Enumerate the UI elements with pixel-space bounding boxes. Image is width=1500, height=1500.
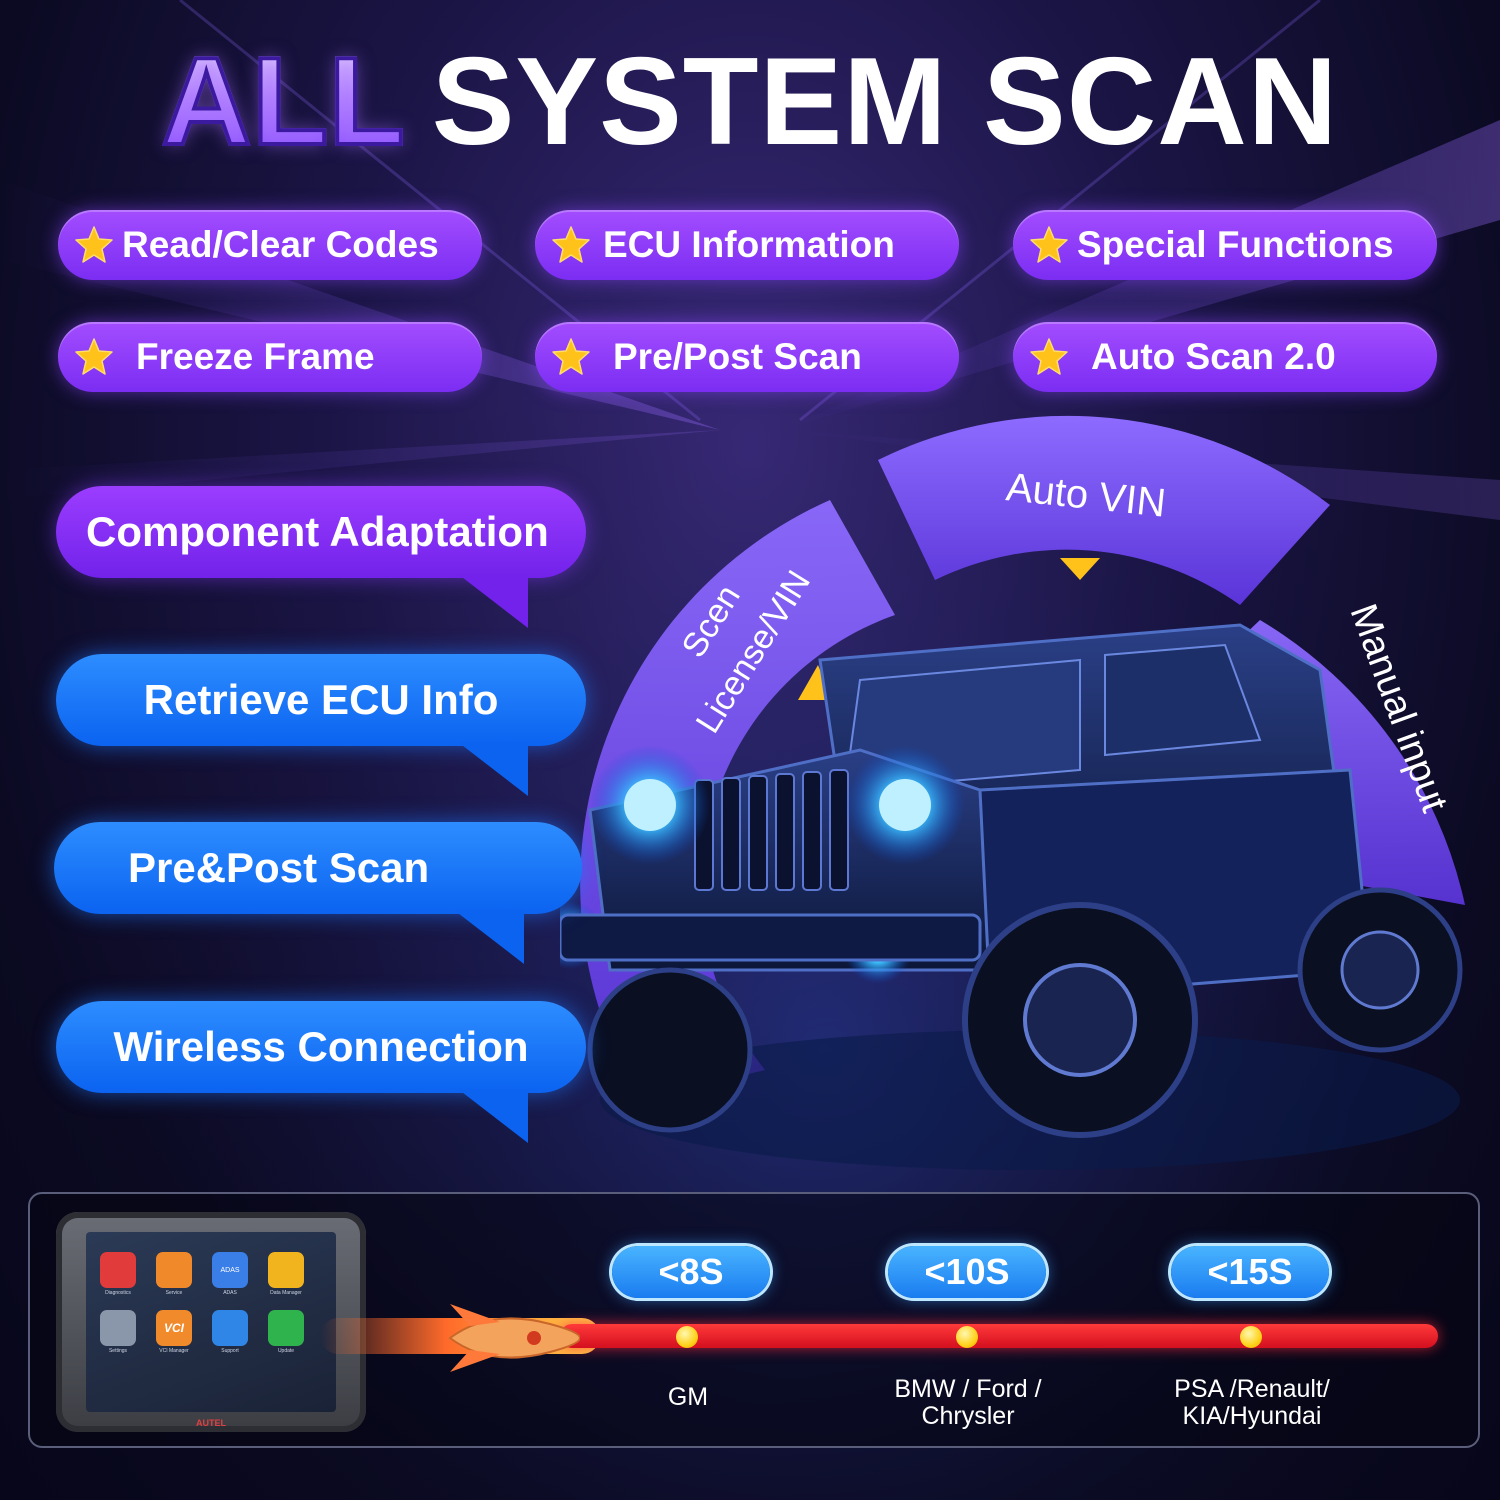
star-icon: [551, 225, 591, 265]
vci-icon: VCI: [156, 1310, 192, 1346]
app-label: Diagnostics: [105, 1290, 131, 1296]
bubble-pre-post-scan: Pre&Post Scan: [54, 822, 582, 964]
app-label: Update: [277, 1348, 295, 1354]
scan-time-badge-psa: <15S: [1171, 1246, 1329, 1298]
brand-group-bmw-ford-chrysler: BMW / Ford / Chrysler: [838, 1376, 1098, 1430]
star-icon: [551, 337, 591, 377]
diagnostic-tablet-image: Diagnostics Service ADAS ADAS Data Manag…: [56, 1212, 366, 1432]
feature-pill-read-clear-codes: Read/Clear Codes: [58, 210, 482, 280]
bubble-tail: [458, 742, 528, 796]
timeline-dot-psa: [1240, 1326, 1262, 1348]
bubble-label: Pre&Post Scan: [128, 844, 430, 891]
feature-pill-auto-scan: Auto Scan 2.0: [1013, 322, 1437, 392]
timeline-dot-bmw: [956, 1326, 978, 1348]
bubble-wireless-connection: Wireless Connection: [56, 1001, 586, 1143]
feature-label: Auto Scan 2.0: [1091, 336, 1336, 377]
brand-group-gm: GM: [558, 1384, 818, 1411]
adas-icon: ADAS: [212, 1252, 248, 1288]
brand-line: Chrysler: [921, 1402, 1015, 1430]
scan-time-badge-bmw: <10S: [888, 1246, 1046, 1298]
feature-label: Special Functions: [1077, 224, 1394, 265]
tablet-screen: Diagnostics Service ADAS ADAS Data Manag…: [86, 1232, 336, 1412]
feature-label: Pre/Post Scan: [613, 336, 862, 377]
app-label: Support: [221, 1348, 239, 1354]
vehicle-illustration: [560, 623, 1463, 1170]
app-label: ADAS: [223, 1290, 237, 1296]
brand-line: GM: [667, 1383, 709, 1411]
bubble-label: Retrieve ECU Info: [143, 676, 499, 723]
bubble-retrieve-ecu-info: Retrieve ECU Info: [56, 654, 586, 796]
star-icon: [1029, 225, 1069, 265]
bubble-tail: [458, 574, 528, 628]
person-icon: [156, 1252, 192, 1288]
feature-pill-freeze-frame: Freeze Frame: [58, 322, 482, 392]
feature-label: Freeze Frame: [136, 336, 375, 377]
star-icon: [74, 337, 114, 377]
folder-icon: [268, 1252, 304, 1288]
star-icon: [1029, 337, 1069, 377]
bubble-label: Wireless Connection: [113, 1023, 529, 1070]
title-highlight: ALL: [160, 33, 407, 171]
scan-time-badge-gm: <8S: [612, 1246, 770, 1298]
brand-group-psa-renault-kia-hyundai: PSA /Renault/ KIA/Hyundai: [1122, 1376, 1382, 1430]
bubble-tail: [458, 1089, 528, 1143]
rocket-icon: [448, 1304, 580, 1372]
feature-pill-pre-post-scan: Pre/Post Scan: [535, 322, 959, 392]
vin-methods-arc: Scen License/VIN Auto VIN Manual input: [560, 415, 1465, 1170]
brand-line: PSA /Renault/: [1174, 1375, 1330, 1403]
bubble-label: Component Adaptation: [86, 508, 549, 555]
gear-icon: [100, 1310, 136, 1346]
network-icon: [212, 1310, 248, 1346]
bubble-tail: [454, 910, 524, 964]
app-label: VCI Manager: [159, 1348, 189, 1354]
brand-line: KIA/Hyundai: [1182, 1402, 1322, 1430]
timeline-dot-gm: [676, 1326, 698, 1348]
tablet-brand: AUTEL: [196, 1418, 226, 1428]
title-rest: SYSTEM SCAN: [431, 33, 1339, 171]
scan-timeline-track: [560, 1324, 1438, 1348]
download-icon: [268, 1310, 304, 1346]
feature-pill-special-functions: Special Functions: [1013, 210, 1437, 280]
brand-line: BMW / Ford /: [894, 1375, 1042, 1403]
bubble-component-adaptation: Component Adaptation: [56, 486, 586, 628]
feature-pill-ecu-information: ECU Information: [535, 210, 959, 280]
car-icon: [100, 1252, 136, 1288]
feature-label: Read/Clear Codes: [122, 224, 439, 265]
feature-label: ECU Information: [603, 224, 895, 265]
app-label: Settings: [108, 1348, 128, 1354]
star-icon: [74, 225, 114, 265]
app-label: Data Manager: [270, 1290, 302, 1296]
app-label: Service: [165, 1290, 183, 1296]
